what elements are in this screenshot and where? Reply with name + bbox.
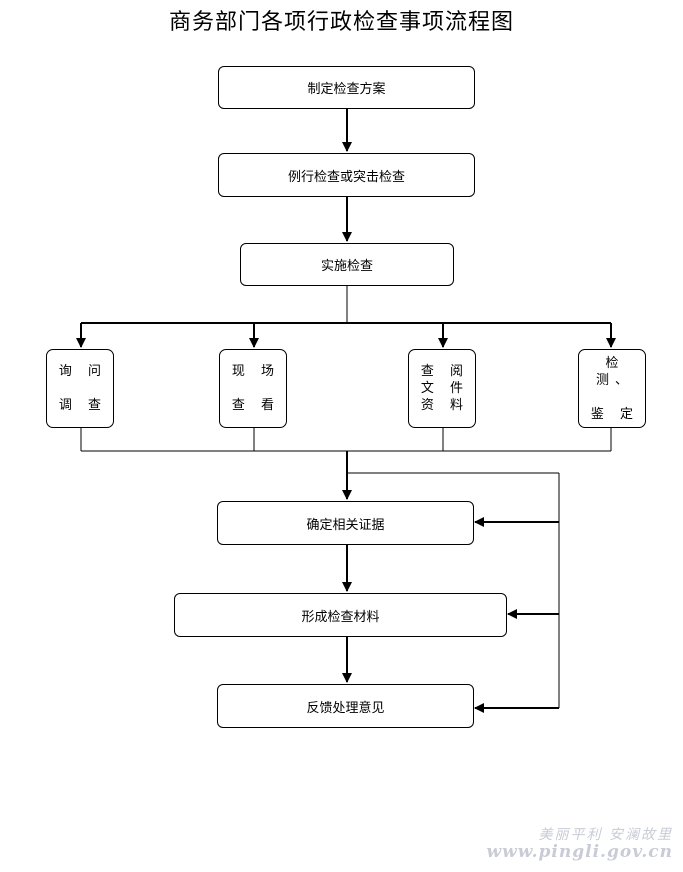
watermark-url: www.pingli.gov.cn [486,842,673,862]
method-testing: 检 测、 鉴 定 [578,349,646,428]
step-inspect-type: 例行检查或突击检查 [218,153,475,197]
step-plan: 制定检查方案 [218,66,475,109]
method-line [604,389,620,406]
step-materials: 形成检查材料 [174,593,507,637]
method-line: 现 场 [231,364,281,379]
method-line [245,380,261,397]
method-line [72,380,88,397]
method-line: 询 问 [58,364,108,379]
method-line: 查 看 [231,398,281,413]
step-evidence: 确定相关证据 [217,501,474,545]
method-line: 资 料 [420,398,470,413]
step-feedback: 反馈处理意见 [217,684,474,728]
method-line: 调 查 [58,398,108,413]
method-line: 查 阅 [420,364,470,379]
method-line: 文 件 [420,381,470,396]
method-onsite: 现 场 查 看 [219,349,287,428]
method-line: 检 测、 [595,355,634,388]
step-implement: 实施检查 [240,243,454,286]
method-inquiry: 询 问 调 查 [46,349,114,428]
watermark-slogan: 美丽平利 安澜故里 [538,827,673,843]
method-line: 鉴 定 [590,406,640,422]
method-documents: 查 阅 文 件 资 料 [408,349,476,428]
page-title: 商务部门各项行政检查事项流程图 [168,10,514,35]
